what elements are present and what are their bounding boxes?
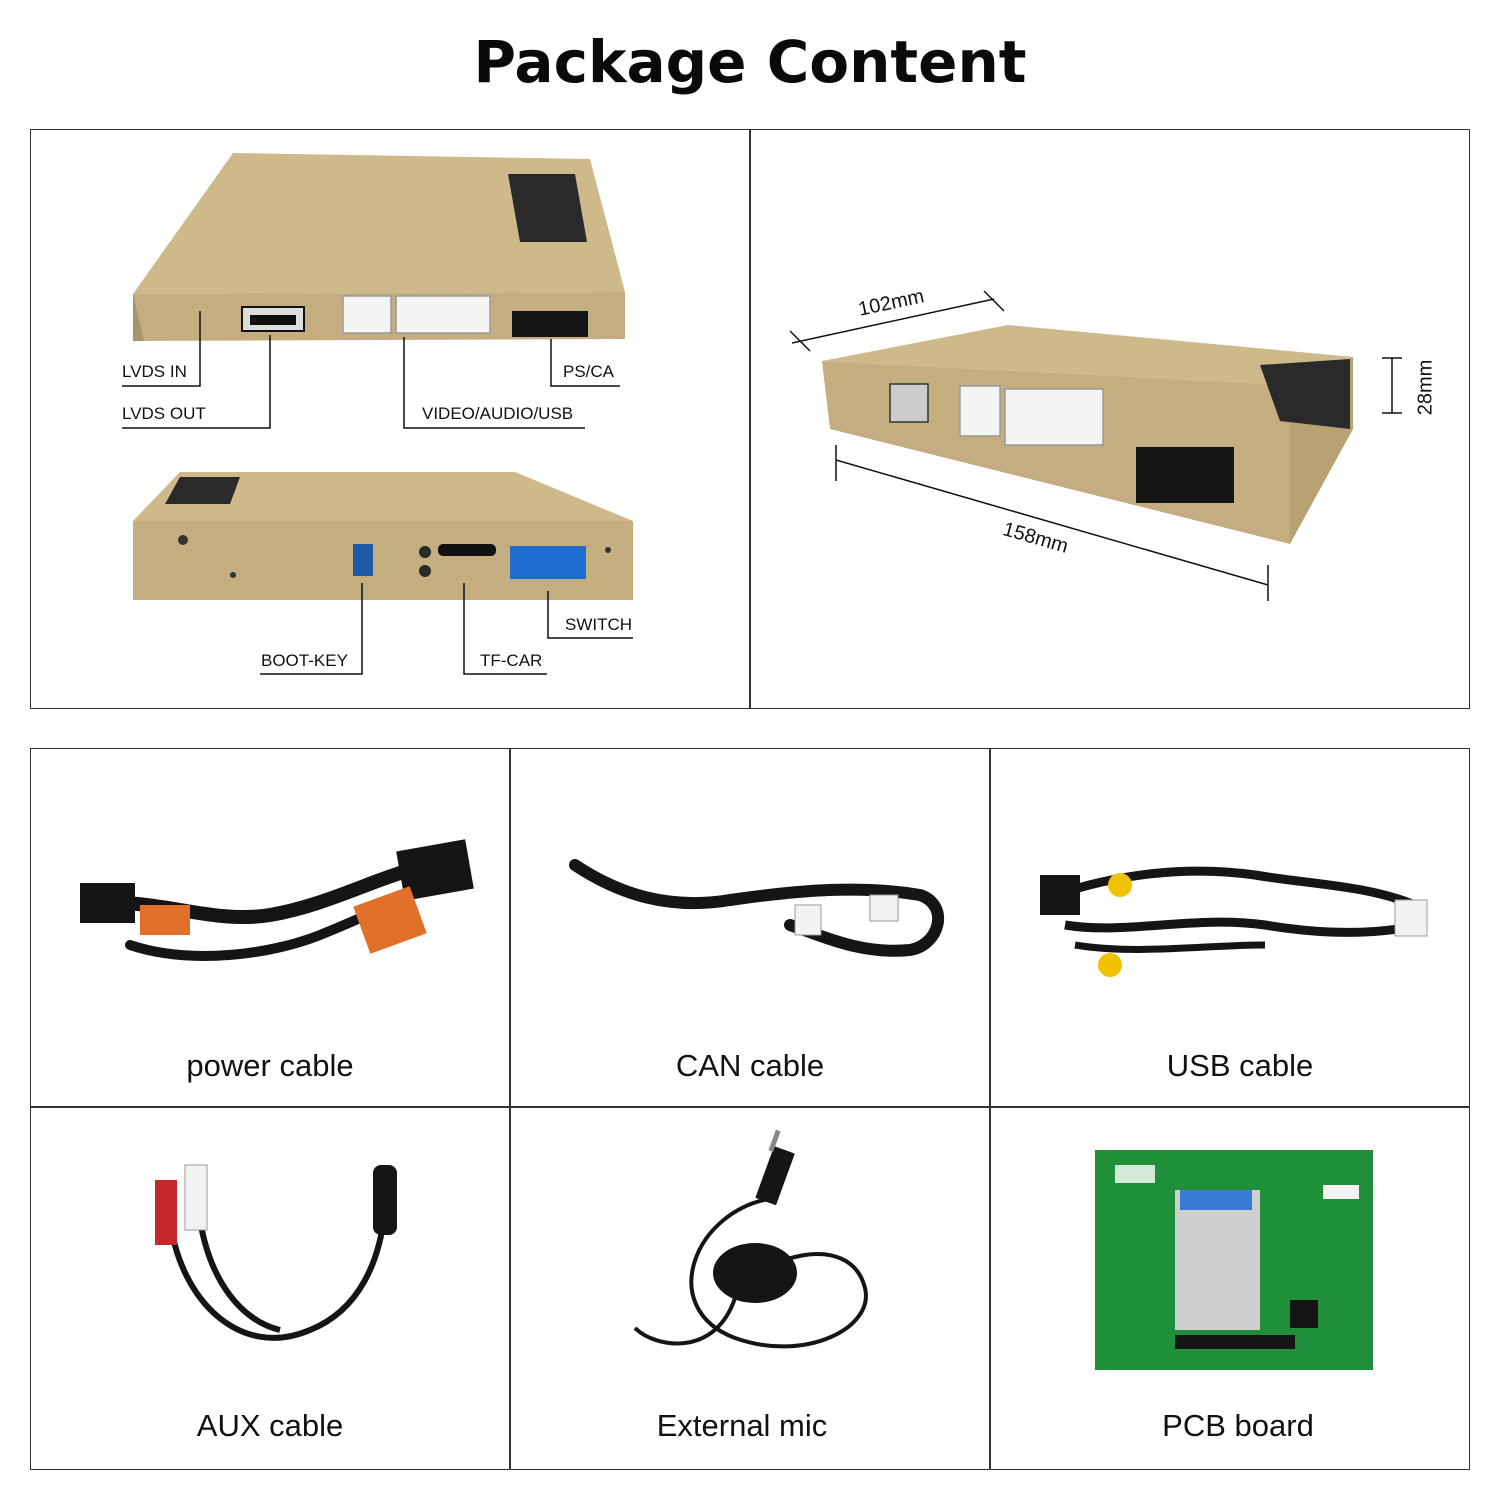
item-can-cable-label: CAN cable [675, 1048, 825, 1083]
dip-switch-block [510, 546, 586, 579]
grid-col-divider-1 [509, 748, 511, 1470]
grid-row-divider [30, 1106, 1470, 1108]
callout-lvds-in: LVDS IN [122, 362, 187, 381]
item-aux-cable-label: AUX cable [196, 1408, 344, 1443]
device-dimension-view [789, 290, 1402, 601]
device-side-front-face [133, 521, 633, 600]
page-title: Package Content [473, 28, 1027, 96]
pcb-board-image [1095, 1150, 1373, 1370]
video-audio-usb-connector [395, 295, 491, 334]
callout-boot-key: BOOT-KEY [261, 651, 348, 670]
video-connector-small [342, 295, 392, 334]
dimension-height-label: 28mm [1414, 359, 1437, 416]
item-external-mic-label: External mic [656, 1408, 828, 1443]
external-mic-image [633, 1129, 868, 1349]
aux-cable-image [155, 1164, 397, 1341]
grid-col-divider-2 [989, 748, 991, 1470]
usb-cable-image [1040, 866, 1428, 977]
ps-can-connector [512, 311, 588, 337]
device-top-face [133, 153, 625, 294]
can-cable-image [569, 859, 944, 957]
callout-switch: SWITCH [565, 615, 633, 634]
device-top-view [122, 153, 633, 675]
device-overview-divider [749, 129, 751, 709]
boot-key-switch [353, 544, 373, 576]
device-dark-panel [508, 174, 587, 242]
item-power-cable-label: power cable [186, 1048, 354, 1083]
item-usb-cable-label: USB cable [1166, 1048, 1314, 1083]
tf-card-slot [438, 544, 496, 556]
callout-lvds-out: LVDS OUT [122, 404, 206, 423]
callout-tf-car: TF-CAR [480, 651, 543, 670]
callout-video-audio-usb: VIDEO/AUDIO/USB [422, 404, 574, 423]
device-side-top-face [133, 472, 633, 521]
power-cable-image [80, 839, 474, 961]
device-side-dark-panel [165, 477, 240, 504]
callout-ps-can: PS/CA [563, 362, 615, 381]
item-pcb-board-label: PCB board [1162, 1408, 1314, 1443]
dimension-device-top [822, 325, 1353, 385]
